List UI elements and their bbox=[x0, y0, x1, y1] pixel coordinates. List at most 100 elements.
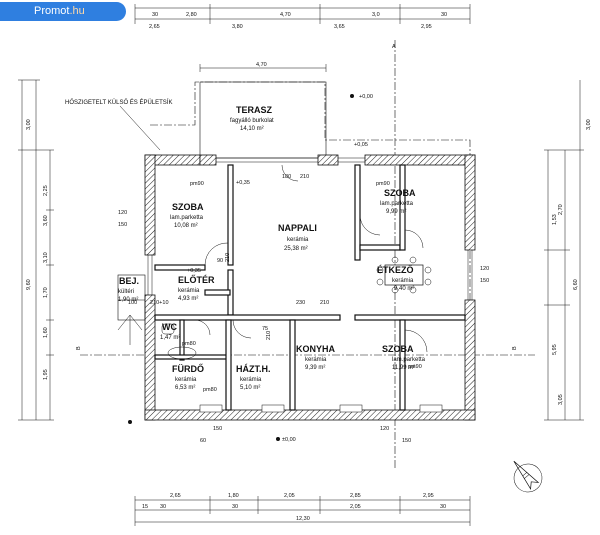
right-dim-outer-2: 6,60 bbox=[573, 279, 579, 290]
axis-mark-b-right: B bbox=[512, 346, 518, 350]
wc-area: 1,47 m² bbox=[160, 335, 180, 341]
section-mark-a: A bbox=[392, 44, 396, 50]
opening-6: 210 bbox=[300, 174, 309, 180]
left-dim-inner-5: 1,60 bbox=[43, 327, 49, 338]
door-label-3: pm80 bbox=[182, 341, 196, 347]
bath-fixtures bbox=[161, 323, 197, 360]
door-labels: pm90 pm90 pm80 pm80 pm90 120 150 90 210 … bbox=[118, 174, 489, 444]
terasz-name: TERASZ bbox=[236, 105, 273, 115]
top-dim-7: 3,80 bbox=[232, 24, 243, 30]
bottom-dim-7: 30 bbox=[160, 504, 166, 510]
terasz-floor: fagyálló burkolat bbox=[230, 118, 274, 124]
right-dim-inner-1: 1,53 bbox=[552, 214, 558, 225]
left-dim-inner-6: 1,95 bbox=[43, 369, 49, 380]
level-living: +0,35 bbox=[236, 180, 250, 186]
opening-2: 150 bbox=[118, 222, 127, 228]
top-dim-3: 4,70 bbox=[280, 12, 291, 18]
door-label-4: pm80 bbox=[203, 387, 217, 393]
nappali-name: NAPPALI bbox=[278, 223, 317, 233]
opening-3: 90 bbox=[217, 258, 223, 264]
level-ground: ±0,00 bbox=[282, 437, 296, 443]
door-label-1: pm90 bbox=[190, 181, 204, 187]
etkezo-floor: kerámia bbox=[392, 278, 414, 284]
opening-18: 150 bbox=[402, 438, 411, 444]
level-terrace-2: +0,05 bbox=[354, 142, 368, 148]
right-dim-inner-2: 2,70 bbox=[558, 204, 564, 215]
szoba3-area: 11,99 m² bbox=[392, 365, 415, 371]
wc-name: WC bbox=[162, 322, 177, 332]
windows bbox=[147, 157, 473, 413]
watermark-brand: Promot bbox=[34, 5, 70, 17]
opening-15: 60 bbox=[200, 438, 206, 444]
door-label-5: pm90 bbox=[408, 364, 422, 370]
door-label-2: pm90 bbox=[376, 181, 390, 187]
szoba3-name: SZOBA bbox=[382, 344, 414, 354]
north-arrow-icon bbox=[513, 460, 543, 493]
top-dim-1: 30 bbox=[152, 12, 158, 18]
bejarat-name: BEJ. bbox=[119, 276, 139, 286]
bottom-dim-8: 30 bbox=[232, 504, 238, 510]
opening-1: 120 bbox=[118, 210, 127, 216]
opening-14: 150 bbox=[480, 278, 489, 284]
terrace-width-dim: 4,70 bbox=[256, 62, 267, 68]
opening-16: 150 bbox=[213, 426, 222, 432]
level-marks: +0,00 +0,35 +0,05 +0,35 ±0,00 bbox=[128, 94, 373, 443]
etkezo-area: 9,40 m² bbox=[394, 286, 414, 292]
szoba1-name: SZOBA bbox=[172, 202, 204, 212]
bottom-dim-10: 30 bbox=[440, 504, 446, 510]
konyha-area: 9,39 m² bbox=[305, 365, 325, 371]
terasz-area: 14,10 m² bbox=[240, 126, 264, 132]
right-dim-inner-3: 5,95 bbox=[552, 344, 558, 355]
bejarat-floor: kültéri bbox=[118, 289, 134, 295]
opening-4: 210 bbox=[225, 253, 231, 262]
watermark-tld: .hu bbox=[69, 5, 85, 17]
right-dim-outer-1: 3,00 bbox=[586, 119, 592, 130]
left-dim-inner-2: 3,60 bbox=[43, 215, 49, 226]
promot-watermark[interactable]: Promot.hu bbox=[0, 2, 126, 21]
eloter-floor: kerámia bbox=[178, 288, 200, 294]
top-dim-5: 30 bbox=[441, 12, 447, 18]
furdo-floor: kerámia bbox=[175, 377, 197, 383]
bottom-dimensions: 2,65 1,80 2,05 2,85 2,95 15 30 30 2,05 3… bbox=[134, 493, 471, 526]
top-dim-2: 2,80 bbox=[186, 12, 197, 18]
top-dim-6: 2,65 bbox=[149, 24, 160, 30]
doors bbox=[194, 164, 428, 353]
szoba2-name: SZOBA bbox=[384, 188, 416, 198]
left-dim-inner-4: 1,70 bbox=[43, 287, 49, 298]
opening-13: 120 bbox=[480, 266, 489, 272]
left-dim-inner-1: 2,25 bbox=[43, 185, 49, 196]
eloter-area: 4,93 m² bbox=[178, 296, 198, 302]
axis-mark-b-left: B bbox=[76, 346, 82, 350]
furdo-name: FÜRDŐ bbox=[172, 363, 204, 374]
dining-table bbox=[376, 256, 432, 294]
etkezo-name: ÉTKEZŐ bbox=[377, 264, 414, 275]
nappali-floor: kerámia bbox=[287, 237, 309, 243]
level-hall: +0,35 bbox=[187, 268, 201, 274]
bejarat-area: 1,90 m² bbox=[118, 297, 138, 303]
inner-walls bbox=[154, 164, 466, 411]
entrance-steps bbox=[117, 274, 146, 345]
left-dim-outer-1: 3,00 bbox=[26, 119, 32, 130]
bottom-dim-1: 2,65 bbox=[170, 493, 181, 499]
bottom-dim-5: 2,95 bbox=[423, 493, 434, 499]
furdo-area: 6,53 m² bbox=[175, 385, 195, 391]
bottom-total-dim: 12,30 bbox=[296, 516, 310, 522]
bottom-dim-9: 2,05 bbox=[350, 504, 361, 510]
bottom-dim-4: 2,85 bbox=[350, 493, 361, 499]
bottom-dim-6: 15 bbox=[142, 504, 148, 510]
opening-5: 180 bbox=[282, 174, 291, 180]
opening-9: 75 bbox=[262, 326, 268, 332]
haztartasi-name: HÁZT.H. bbox=[236, 364, 271, 374]
bottom-dim-3: 2,05 bbox=[284, 493, 295, 499]
outline-note: HŐSZIGETELT KÜLSŐ ÉS ÉPÜLETSÍK bbox=[65, 99, 172, 106]
nappali-area: 25,38 m² bbox=[284, 246, 308, 252]
left-dim-outer-2: 9,60 bbox=[26, 279, 32, 290]
opening-11: 230 bbox=[296, 300, 305, 306]
top-dimensions: 30 2,80 4,70 3,0 30 2,65 3,80 3,65 2,95 … bbox=[134, 4, 471, 72]
right-dim-inner-4: 3,05 bbox=[558, 394, 564, 405]
left-dimensions: 3,00 9,60 2,25 3,60 3,10 1,70 1,60 1,95 bbox=[18, 79, 54, 421]
top-dim-8: 3,65 bbox=[334, 24, 345, 30]
outer-walls bbox=[144, 154, 476, 421]
left-dim-inner-3: 3,10 bbox=[43, 252, 49, 263]
